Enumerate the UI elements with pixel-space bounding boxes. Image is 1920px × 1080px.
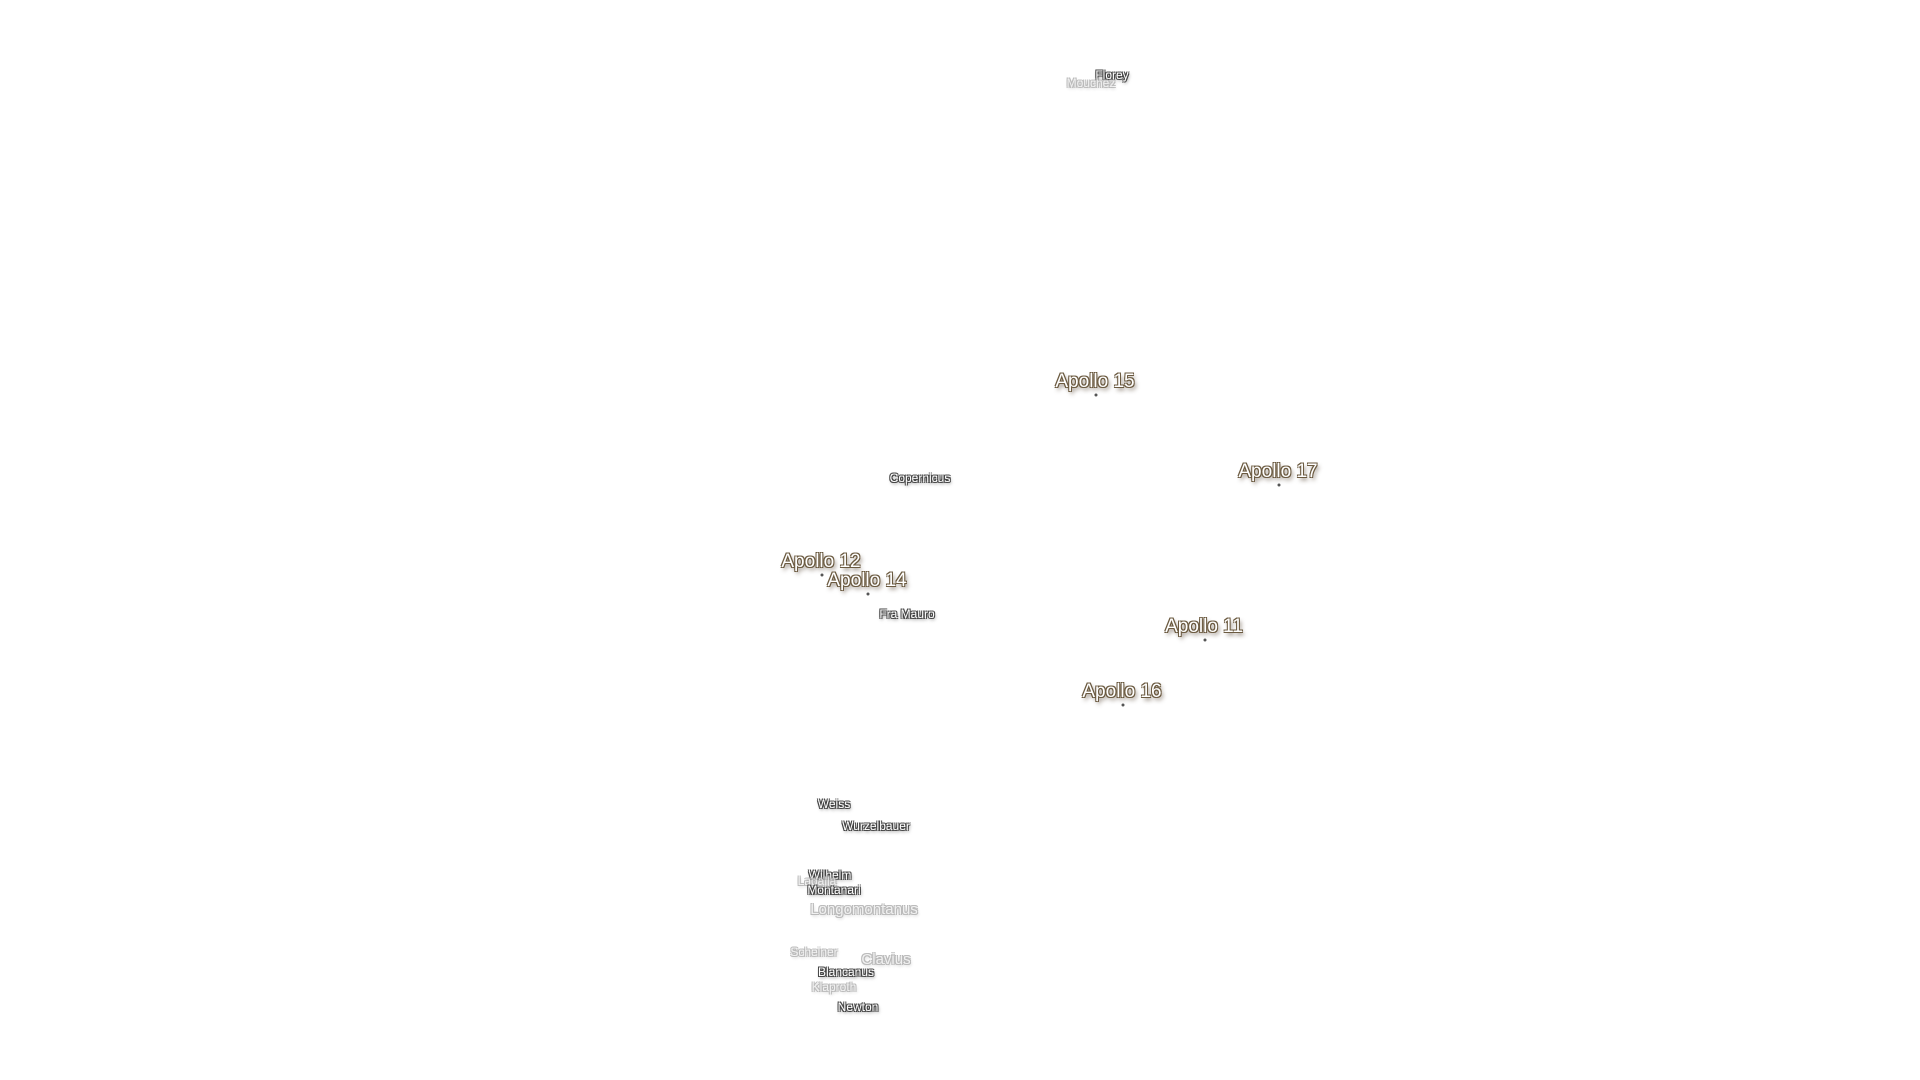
crater-label-klaproth[interactable]: Klaproth — [811, 980, 857, 994]
apollo-14-marker[interactable] — [866, 592, 870, 596]
crater-label-wilhelm[interactable]: Wilhelm — [808, 868, 852, 882]
apollo-16-marker[interactable] — [1121, 703, 1125, 707]
crater-label-wurzelbauer[interactable]: Wurzelbauer — [842, 819, 910, 833]
apollo-12-marker[interactable] — [820, 573, 824, 577]
apollo-16-label[interactable]: Apollo 16 — [1082, 681, 1162, 702]
apollo-15-label[interactable]: Apollo 15 — [1055, 371, 1135, 392]
crater-label-clavius[interactable]: Clavius — [861, 951, 911, 968]
crater-label-florey[interactable]: Florey — [1095, 68, 1129, 82]
crater-label-fra-mauro[interactable]: Fra Mauro — [879, 607, 935, 621]
crater-label-newton[interactable]: Newton — [837, 1000, 879, 1014]
apollo-11-marker[interactable] — [1203, 638, 1207, 642]
crater-label-scheiner[interactable]: Scheiner — [790, 945, 838, 959]
crater-label-blancanus[interactable]: Blancanus — [817, 965, 875, 979]
crater-label-lagalla[interactable]: Lagalla — [797, 874, 837, 888]
apollo-14-label[interactable]: Apollo 14 — [827, 570, 907, 591]
apollo-17-label[interactable]: Apollo 17 — [1238, 461, 1318, 482]
crater-label-weiss[interactable]: Weiss — [817, 797, 851, 811]
crater-label-longomontanus[interactable]: Longomontanus — [810, 901, 918, 918]
apollo-11-label[interactable]: Apollo 11 — [1165, 616, 1243, 637]
crater-label-mouchez[interactable]: Mouchez — [1066, 76, 1116, 90]
apollo-12-label[interactable]: Apollo 12 — [781, 551, 861, 572]
crater-label-montanari[interactable]: Montanari — [807, 883, 861, 897]
apollo-17-marker[interactable] — [1277, 483, 1281, 487]
crater-label-copernicus[interactable]: Copernicus — [889, 471, 951, 485]
apollo-15-marker[interactable] — [1094, 393, 1098, 397]
